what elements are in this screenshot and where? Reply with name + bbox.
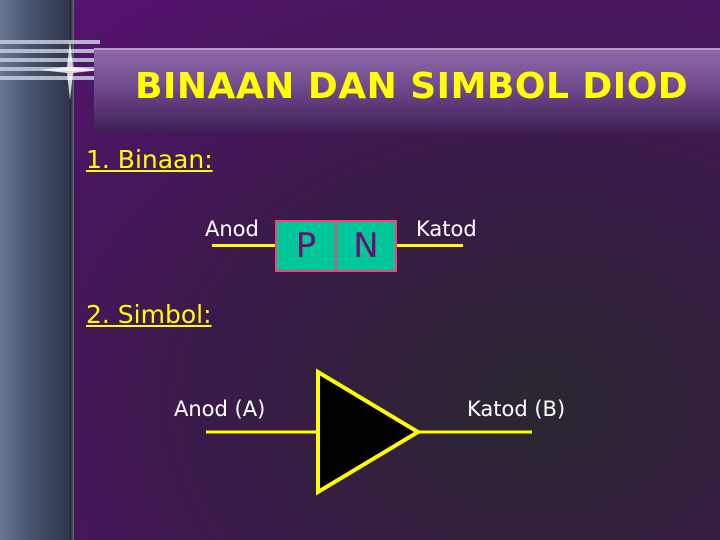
binaan-anode-lead	[212, 244, 275, 247]
binaan-heading: 1. Binaan:	[86, 145, 213, 174]
left-decorative-bar	[0, 0, 74, 540]
simbol-heading: 2. Simbol:	[86, 300, 212, 329]
binaan-cathode-label: Katod	[416, 217, 477, 241]
pn-junction: P N	[275, 220, 397, 272]
simbol-cathode-label: Katod (B)	[467, 397, 566, 421]
diode-triangle	[316, 368, 422, 496]
binaan-anode-label: Anod	[205, 217, 259, 241]
title-banner	[94, 48, 720, 132]
sparkle-icon	[40, 40, 100, 100]
n-region: N	[335, 222, 395, 270]
simbol-anode-label: Anod (A)	[174, 397, 266, 421]
slide-title: BINAAN DAN SIMBOL DIOD	[135, 66, 689, 107]
binaan-cathode-lead	[397, 244, 463, 247]
p-region: P	[295, 226, 317, 266]
